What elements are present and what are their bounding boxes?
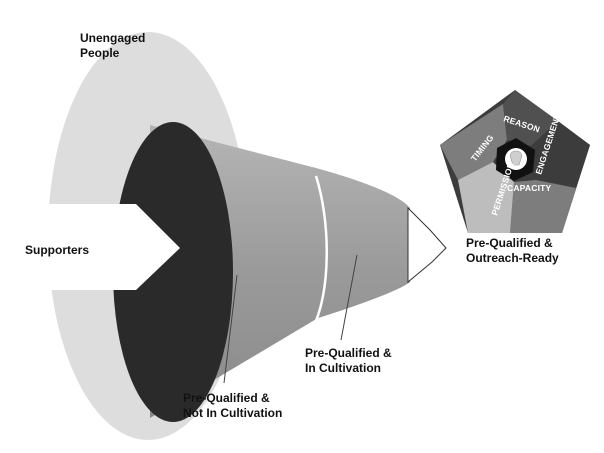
- qualification-pentagon: TIMING REASON ENGAGEMENT CAPACITY PERMIS…: [440, 90, 590, 233]
- supporters-label: Supporters: [25, 243, 89, 257]
- reason-segment: [503, 90, 558, 146]
- outreach-ready-label-line1: Pre-Qualified &: [466, 236, 553, 250]
- not-in-cultivation-label-line1: Pre-Qualified &: [183, 391, 270, 405]
- in-cultivation-label-line2: In Cultivation: [305, 361, 381, 375]
- permission-segment: [458, 162, 514, 233]
- supporters-notch: [0, 204, 180, 290]
- unengaged-label-line1: Unengaged: [80, 31, 145, 45]
- funnel-opening: [113, 122, 233, 422]
- capacity-label: CAPACITY: [507, 183, 552, 193]
- in-cultivation-label-line1: Pre-Qualified &: [305, 346, 392, 360]
- unengaged-label-line2: People: [80, 46, 120, 60]
- funnel-section-divider: [310, 175, 328, 331]
- in-cultivation-pointer: [340, 254, 358, 341]
- not-in-cultivation-label-line2: Not In Cultivation: [183, 406, 282, 420]
- funnel-spout: [407, 206, 447, 284]
- outreach-ready-label-line2: Outreach-Ready: [466, 251, 559, 265]
- lightbulb-icon: [509, 150, 523, 166]
- not-in-cultivation-pointer: [223, 274, 238, 384]
- timing-segment: [440, 104, 507, 180]
- capacity-segment: [510, 180, 576, 233]
- engagement-segment: [531, 121, 590, 188]
